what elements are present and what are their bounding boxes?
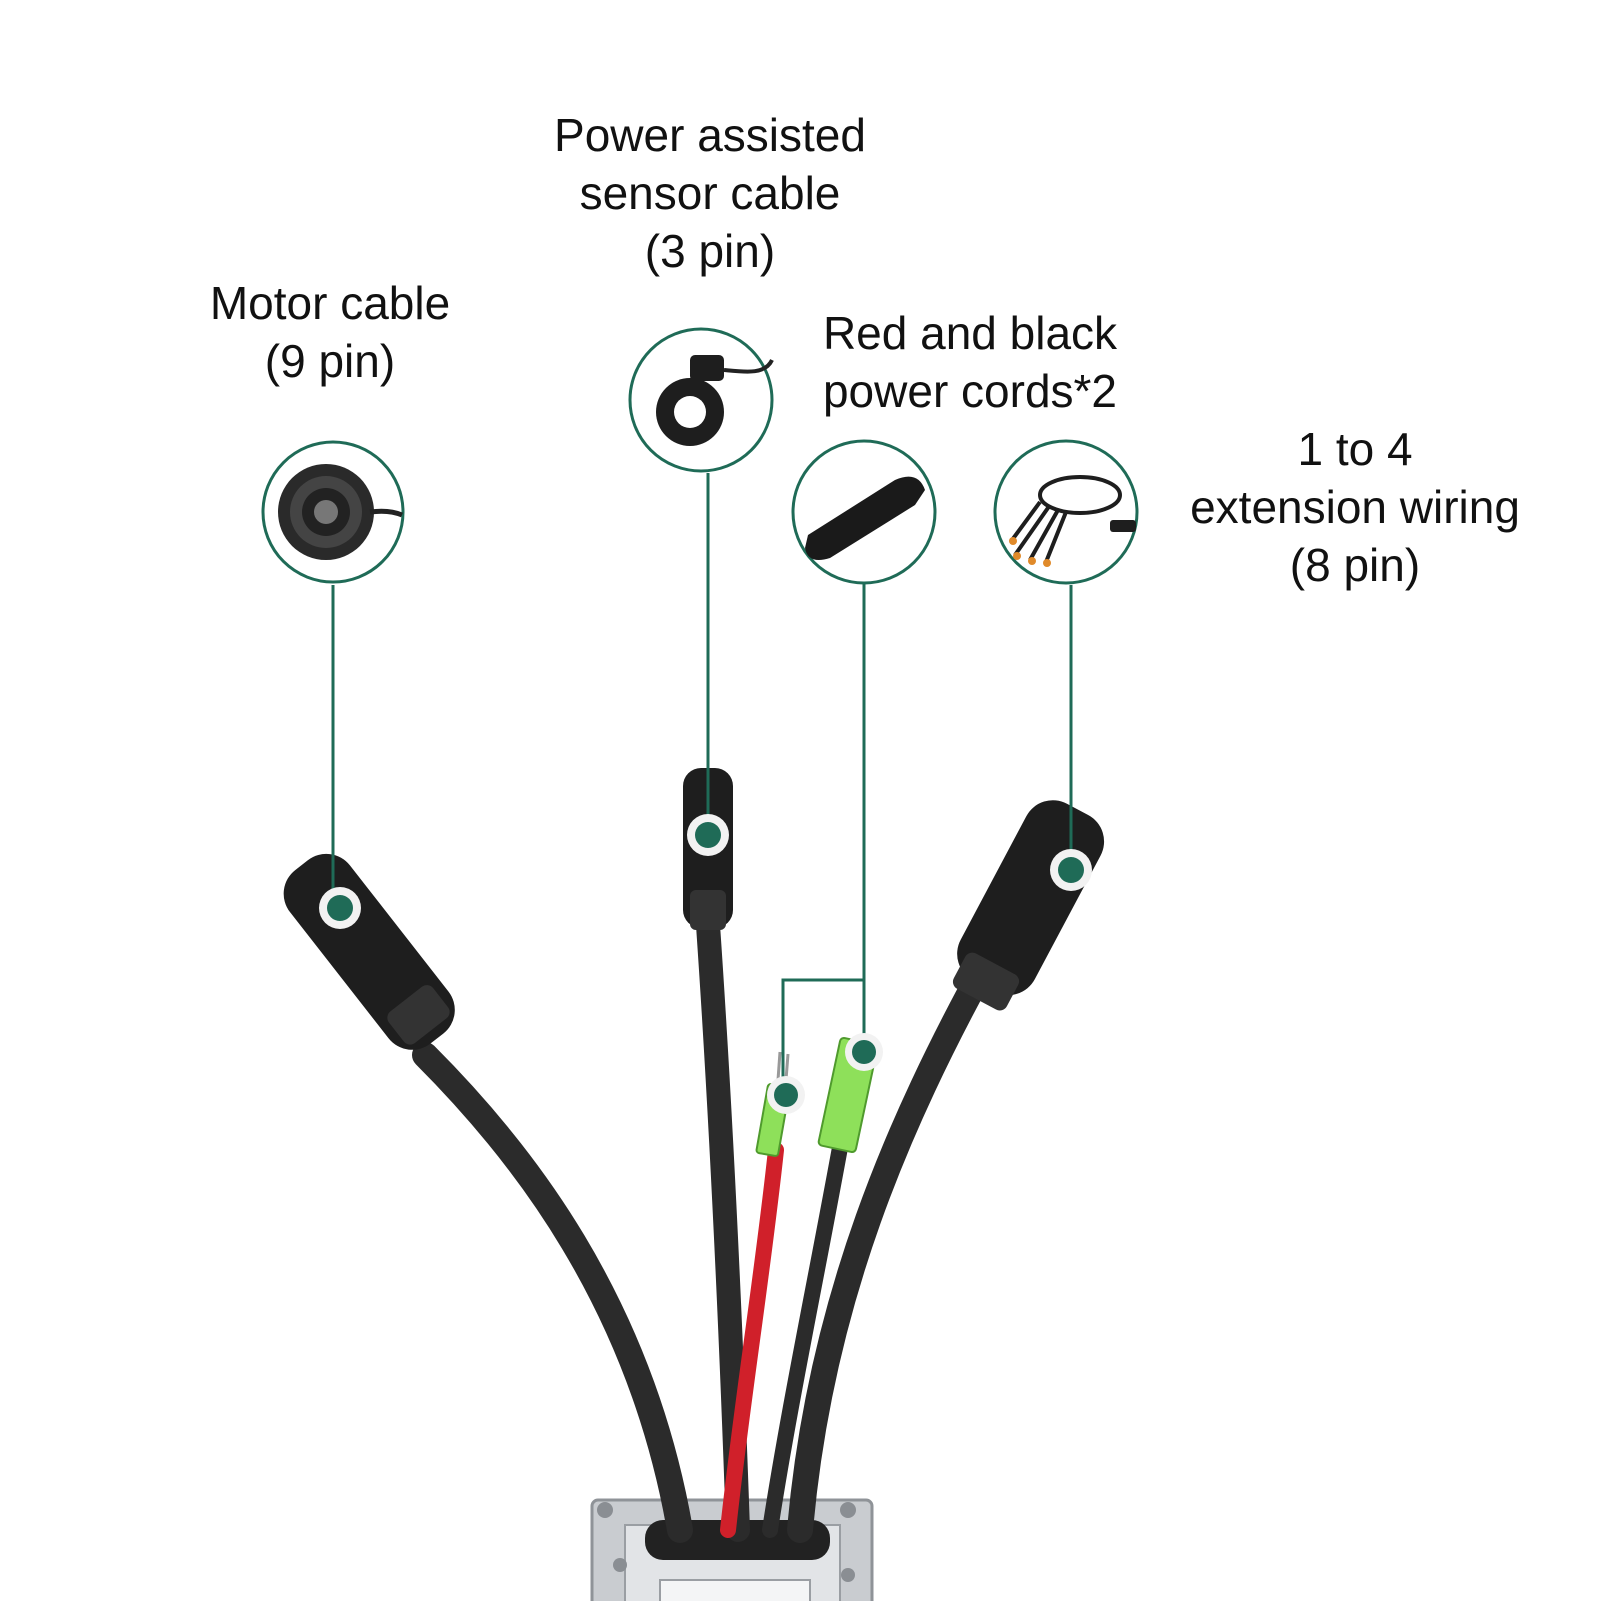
extension-callout-dot: [1050, 849, 1092, 891]
cable-bundle: [412, 913, 998, 1543]
power-cords-label: Red and black power cords*2: [780, 304, 1160, 420]
sensor-callout-dot: [687, 814, 729, 856]
red-power-wire: [720, 1142, 784, 1538]
sensor-label-line2: sensor cable: [579, 167, 841, 219]
black-power-wire: [762, 1112, 853, 1538]
hub-motor-icon: [261, 440, 405, 584]
motor-label-line1: Motor cable: [209, 277, 451, 329]
motor-connector: [283, 853, 455, 1050]
leader-lines: [331, 473, 1073, 1095]
extension-cable-wire: [787, 952, 998, 1543]
motor-callout-dot: [319, 887, 361, 929]
extension-label-line1: 1 to 4: [1297, 423, 1413, 475]
callout-dots: [319, 814, 1092, 1114]
battery-icon: [791, 439, 937, 585]
extension-connector: [952, 800, 1105, 1011]
motor-cable-wire: [412, 1042, 693, 1543]
pas-sensor-icon: [628, 327, 774, 473]
motor-cable-label: Motor cable (9 pin): [160, 274, 500, 390]
red-terminal-callout-dot: [767, 1076, 805, 1114]
sensor-cable-label: Power assisted sensor cable (3 pin): [510, 106, 910, 280]
power-label-line1: Red and black: [822, 307, 1118, 359]
black-terminal-callout-dot: [845, 1033, 883, 1071]
extension-wiring-label: 1 to 4 extension wiring (8 pin): [1150, 420, 1560, 594]
motor-label-line2: (9 pin): [264, 335, 396, 387]
extension-label-line2: extension wiring: [1190, 481, 1520, 533]
sensor-label-line3: (3 pin): [644, 225, 776, 277]
extension-harness-icon: [993, 439, 1139, 585]
power-label-line2: power cords*2: [822, 365, 1118, 417]
sensor-label-line1: Power assisted: [554, 109, 866, 161]
extension-label-line3: (8 pin): [1289, 539, 1421, 591]
